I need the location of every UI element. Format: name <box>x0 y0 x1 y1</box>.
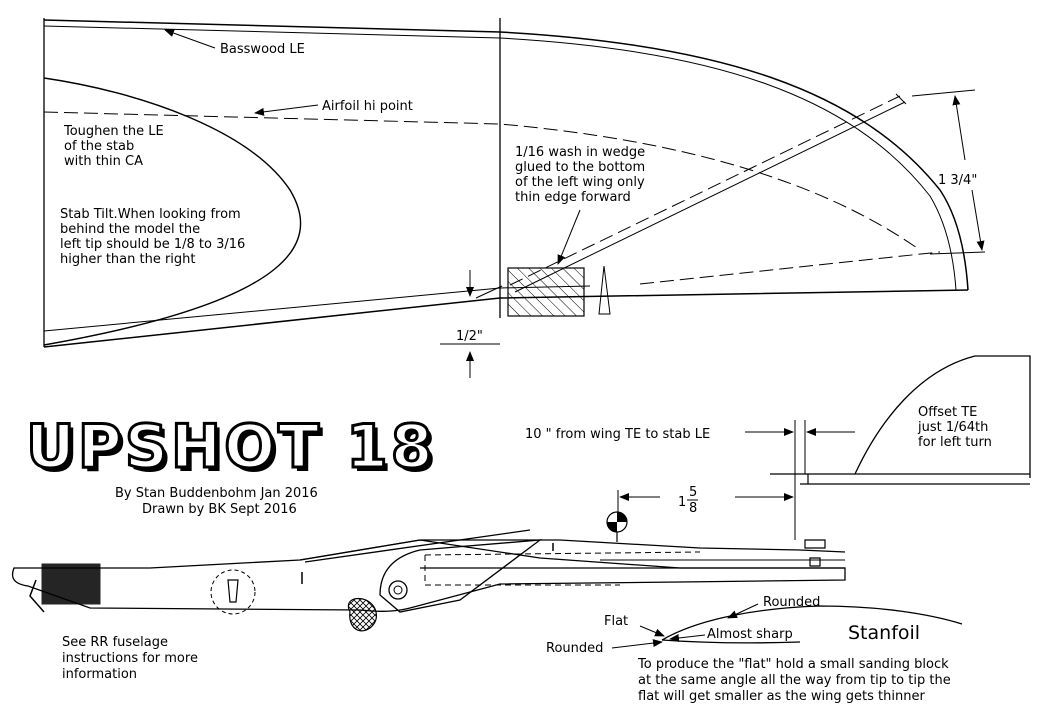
fin-outline <box>854 355 1031 478</box>
wing-plan-labels: Basswood LE Airfoil hi point Toughen the… <box>60 42 977 345</box>
rounded-bottom-leader <box>611 639 663 649</box>
airfoil-almost-sharp: Almost sharp <box>707 627 793 642</box>
wing-mount-line <box>304 529 531 563</box>
pylon <box>379 539 543 613</box>
airfoil-rounded-bottom: Rounded <box>546 641 603 656</box>
rounded-top-leader <box>727 603 759 619</box>
fuselage-outline <box>11 539 846 612</box>
rr-note-line-3: information <box>62 667 137 682</box>
wing-tip-spar-cap <box>895 93 907 105</box>
airfoil-hi-point-label: Airfoil hi point <box>322 99 413 114</box>
stab-tilt-note-line-4: higher than the right <box>60 252 196 267</box>
fuselage-side-view <box>11 490 846 632</box>
airfoil-section <box>611 603 963 649</box>
title-block: UPSHOT 18 UPSHOT 18 By Stan Buddenbohm J… <box>25 411 439 518</box>
title: UPSHOT 18 <box>26 412 435 482</box>
cg-whole: 1 <box>678 495 686 510</box>
airfoil-top-surface <box>661 605 963 641</box>
prop-hook <box>29 579 45 613</box>
wash-note-line-1: 1/16 wash in wedge <box>515 145 645 160</box>
tip-height-label: 1 3/4" <box>938 173 977 188</box>
pylon-pivot <box>388 580 408 600</box>
credit-drawn: Drawn by BK Sept 2016 <box>142 502 297 517</box>
flat-leader <box>639 625 665 637</box>
cg-denominator: 8 <box>689 501 697 516</box>
airfoil-instruction-3: flat will get smaller as the wing gets t… <box>638 689 925 704</box>
rr-note: See RR fuselage instructions for more in… <box>62 635 198 682</box>
nose-wrap <box>41 563 101 605</box>
rr-note-line-1: See RR fuselage <box>62 635 168 650</box>
airfoil-labels: Rounded Flat Almost sharp Rounded Stanfo… <box>546 595 951 704</box>
basswood-le-label: Basswood LE <box>220 42 305 57</box>
stab-tilt-note-line-3: left tip should be 1/8 to 3/16 <box>60 237 245 252</box>
rear-motor-hook <box>347 597 377 632</box>
wing-tip-spar-2 <box>514 101 906 293</box>
offset-note-line-1: Offset TE <box>918 405 977 420</box>
wing-leading-edge <box>43 19 969 291</box>
tip-dim-top-ext <box>911 89 976 97</box>
fin-and-stab <box>745 355 1031 540</box>
airfoil-hi-point-leader <box>254 104 319 116</box>
wing-le-inner <box>43 25 957 291</box>
airfoil-hi-point-line <box>43 111 921 251</box>
pylon-pivot-inner <box>393 585 403 595</box>
toughen-note-line-3: with thin CA <box>64 154 143 169</box>
wash-note-line-2: glued to the bottom <box>515 160 645 175</box>
toughen-note-line-2: of the stab <box>64 139 134 154</box>
wing-trailing-edge <box>43 289 969 348</box>
rear-peg <box>227 579 239 603</box>
stab-distance-label: 10 " from wing TE to stab LE <box>525 427 710 442</box>
stab-mount-screw <box>804 539 826 567</box>
stab-tilt-note-line-2: behind the model the <box>60 222 200 237</box>
cg-numerator: 5 <box>689 485 697 500</box>
te-dashed-line <box>639 251 941 285</box>
wash-note-line-3: of the left wing only <box>515 175 645 190</box>
rear-peg-circle <box>210 569 256 615</box>
stab-outline <box>43 77 302 346</box>
basswood-le-leader <box>164 29 216 49</box>
airfoil-rounded-top: Rounded <box>763 595 820 610</box>
wash-note-line-4: thin edge forward <box>515 190 631 205</box>
airfoil-flat: Flat <box>604 614 628 629</box>
cg-quad-2 <box>607 522 617 532</box>
wing-tip-spar <box>509 95 901 286</box>
wing-mount-dash <box>424 551 701 586</box>
almost-sharp-leader <box>669 634 706 642</box>
wash-note-leader <box>557 209 581 265</box>
tip-dim-bottom-ext <box>929 251 986 255</box>
root-dim-label: 1/2" <box>456 329 483 344</box>
cg-dimension-label: 1 5 8 <box>678 485 698 516</box>
cg-symbol <box>606 511 628 542</box>
washin-wedge <box>507 267 585 317</box>
toughen-note-line-1: Toughen the LE <box>63 124 164 139</box>
wing-plan-view <box>43 18 986 378</box>
airfoil-instruction-1: To produce the "flat" hold a small sandi… <box>637 657 949 672</box>
tip-dim-arrow-up <box>952 95 966 161</box>
motor-stick-top <box>299 539 846 561</box>
offset-note-line-2: just 1/64th <box>917 420 988 435</box>
wing-te-inner <box>43 287 501 332</box>
credit-author: By Stan Buddenbohm Jan 2016 <box>115 486 318 501</box>
airfoil-instruction-2: at the same angle all the way from tip t… <box>638 673 951 688</box>
airfoil-name: Stanfoil <box>848 622 920 644</box>
dihedral-gusset <box>598 265 611 315</box>
stab-tilt-note-line-1: Stab Tilt.When looking from <box>60 207 241 222</box>
root-step <box>475 285 503 299</box>
fin-labels: 10 " from wing TE to stab LE Offset TE j… <box>525 405 992 450</box>
rr-note-line-2: instructions for more <box>62 651 198 666</box>
title-shadow: UPSHOT 18 <box>30 416 439 486</box>
offset-note-line-3: for left turn <box>918 435 992 450</box>
cg-quad-1 <box>617 512 627 522</box>
tip-dim-arrow-down <box>971 189 985 251</box>
